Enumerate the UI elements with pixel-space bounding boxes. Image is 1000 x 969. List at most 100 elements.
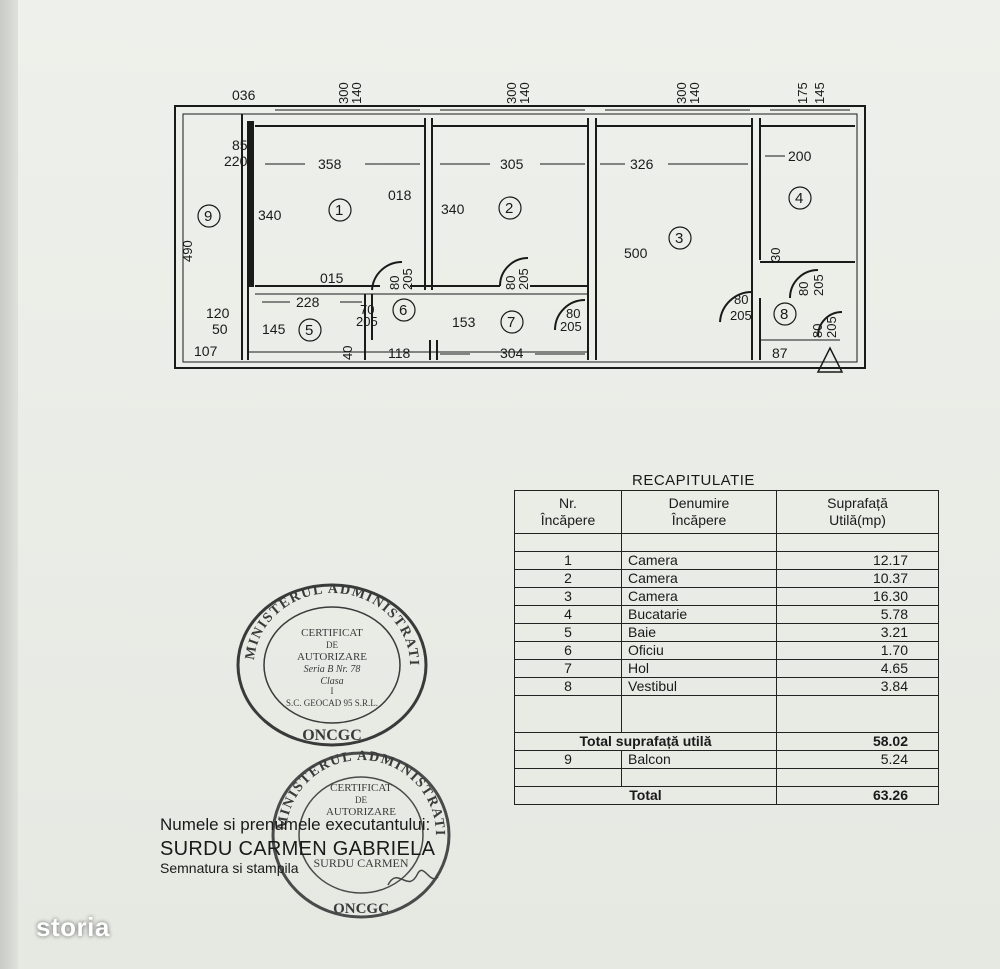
row-name: Baie — [621, 623, 777, 642]
row-area: 10.37 — [776, 569, 939, 588]
row-name: Vestibul — [621, 677, 777, 696]
dim-top-300a: 300 — [336, 82, 351, 104]
door-80e: 80 — [734, 292, 748, 307]
header-sup-line1: Suprafață — [827, 495, 888, 511]
dim-40: 40 — [340, 346, 355, 360]
dim-top-036: 036 — [232, 87, 256, 103]
signature-label: Semnatura si stampila — [160, 860, 299, 876]
dim-500: 500 — [624, 245, 648, 261]
dim-304: 304 — [500, 345, 524, 361]
header-sup-line2: Utilă(mp) — [829, 512, 886, 528]
dim-85: 85 — [232, 137, 248, 153]
document-page — [18, 0, 1000, 969]
dim-top-140b: 140 — [517, 82, 532, 104]
balcony-area: 5.24 — [776, 750, 939, 769]
row-area: 5.78 — [776, 605, 939, 624]
dim-340a: 340 — [258, 207, 282, 223]
room-8: 8 — [780, 306, 788, 323]
row-nr: 6 — [514, 641, 622, 660]
room-4: 4 — [795, 190, 803, 207]
dim-305: 305 — [500, 156, 524, 172]
handwritten-signature — [387, 869, 439, 886]
stamp2-ring-bottom: ONCGC — [333, 901, 389, 917]
spacer-row — [514, 695, 939, 733]
stamp1-line-1: CERTIFICAT — [301, 627, 363, 639]
stamp1-line-2: DE — [326, 640, 338, 650]
dim-153: 153 — [452, 314, 476, 330]
door-205f: 205 — [811, 274, 826, 296]
dim-490: 490 — [180, 240, 195, 262]
header-nr: Nr.Încăpere — [514, 490, 622, 534]
executant-name: SURDU CARMEN GABRIELA — [160, 838, 436, 860]
door-80d: 80 — [566, 306, 580, 321]
row-name: Camera — [621, 551, 777, 570]
dim-top-140c: 140 — [687, 82, 702, 104]
row-name: Camera — [621, 569, 777, 588]
recap-title: RECAPITULATIE — [632, 472, 755, 489]
stamp2-line-1: CERTIFICAT — [330, 782, 392, 794]
dim-top-140a: 140 — [349, 82, 364, 104]
row-name: Camera — [621, 587, 777, 606]
row-area: 1.70 — [776, 641, 939, 660]
stamp1-line-7: S.C. GEOCAD 95 S.R.L. — [286, 698, 378, 708]
row-nr: 1 — [514, 551, 622, 570]
door-80b: 80 — [387, 276, 402, 290]
door-205b: 205 — [400, 268, 415, 290]
door-70: 70 — [360, 302, 374, 317]
room-7: 7 — [507, 314, 515, 331]
door-205d: 205 — [560, 319, 582, 334]
row-name: Bucatarie — [621, 605, 777, 624]
dim-358: 358 — [318, 156, 342, 172]
floor-plan: 036 300 140 300 140 300 140 175 145 85 2… — [174, 82, 866, 373]
dim-107: 107 — [194, 343, 218, 359]
dim-228: 228 — [296, 294, 320, 310]
spacer-row — [514, 768, 939, 787]
door-205g: 205 — [824, 316, 839, 338]
storia-logo: storia — [36, 912, 110, 942]
row-nr: 4 — [514, 605, 622, 624]
door-205e: 205 — [730, 308, 752, 323]
door-80g: 80 — [810, 324, 825, 338]
row-nr: 2 — [514, 569, 622, 588]
dim-top-300c: 300 — [674, 82, 689, 104]
room-9: 9 — [204, 208, 212, 225]
certificate-stamp-2: MINISTERUL ADMINISTRATIEI PUBLICE ONCGC … — [268, 745, 451, 919]
dim-118: 118 — [388, 345, 411, 361]
stamp1-ring-bottom: ONCGC — [302, 727, 362, 744]
dim-200: 200 — [788, 148, 812, 164]
dim-015: 015 — [320, 270, 344, 286]
room-3: 3 — [675, 230, 683, 247]
stamp2-line-2: DE — [355, 795, 367, 805]
dim-326: 326 — [630, 156, 654, 172]
dim-145: 145 — [262, 321, 286, 337]
stamp1-line-5: Clasa — [320, 676, 343, 687]
row-area: 3.21 — [776, 623, 939, 642]
row-name: Hol — [621, 659, 777, 678]
certificate-stamp-1: MINISTERUL ADMINISTRATIEI PUBLICE ONCGC … — [232, 580, 428, 747]
row-area: 16.30 — [776, 587, 939, 606]
dim-018: 018 — [388, 187, 412, 203]
door-80c: 80 — [503, 276, 518, 290]
room-6: 6 — [399, 302, 407, 319]
binder-edge — [0, 0, 18, 969]
door-205a: 205 — [356, 314, 378, 329]
dim-220: 220 — [224, 153, 248, 169]
row-nr: 8 — [514, 677, 622, 696]
row-nr: 3 — [514, 587, 622, 606]
stamp1-line-3: AUTORIZARE — [297, 651, 367, 663]
row-area: 3.84 — [776, 677, 939, 696]
header-den-line2: Încăpere — [671, 512, 727, 528]
dim-50: 50 — [212, 321, 228, 337]
dim-top-175: 175 — [795, 82, 810, 104]
total-label: Total — [514, 786, 777, 805]
